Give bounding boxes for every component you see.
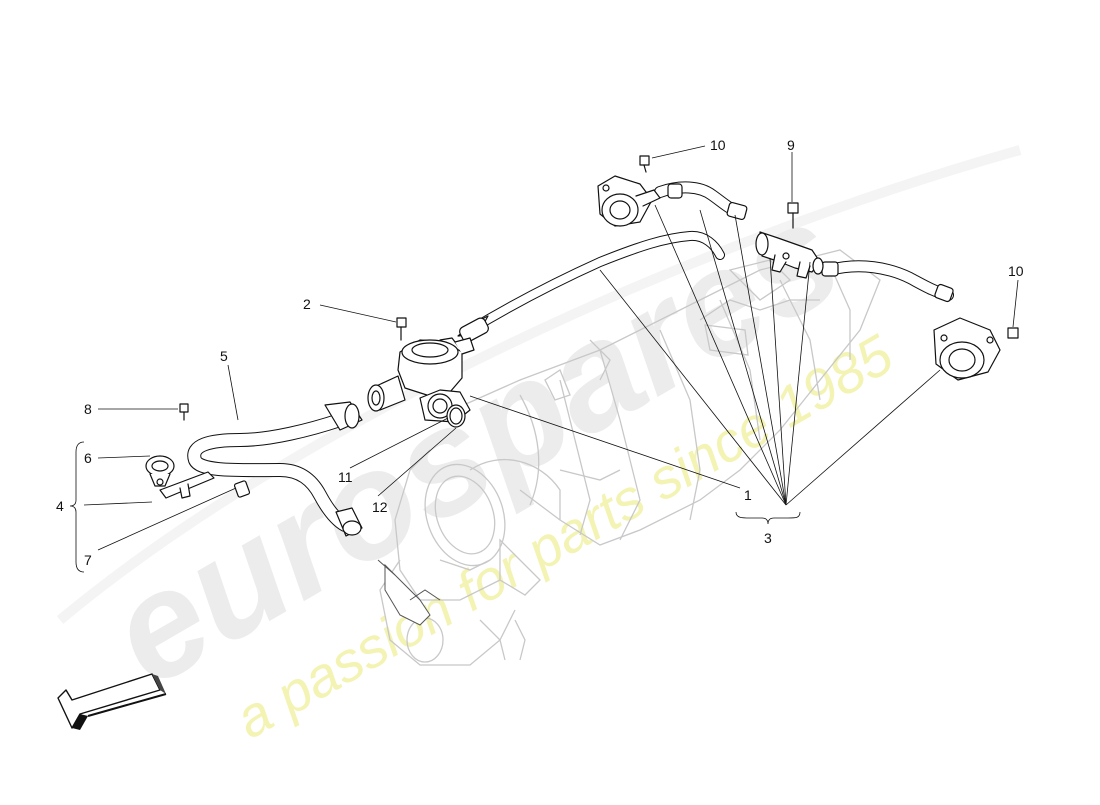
actuator-outline [377,559,441,626]
callout-7: 7 [84,552,92,568]
callout-3: 3 [764,530,772,546]
hose-clamp [145,455,175,487]
watermark-swoosh [56,145,1022,624]
bolt-8 [179,403,189,421]
leader-lines [69,145,1019,573]
callout-10-left: 10 [710,137,726,153]
bolt-10-left [639,155,650,173]
t-connector [755,231,824,279]
callout-6: 6 [84,450,92,466]
right-hose [821,260,954,303]
callout-1: 1 [744,487,752,503]
bolt-9 [787,202,799,229]
long-breather-hose [457,230,725,343]
flange-connector-left [597,175,661,227]
support-bracket [159,471,215,499]
short-hose-top [654,181,748,221]
callout-2: 2 [303,296,311,312]
callout-4: 4 [56,498,64,514]
bolt-2 [396,317,407,341]
callout-12: 12 [372,499,388,515]
left-loop-hose [187,401,363,537]
callout-8: 8 [84,401,92,417]
intake-manifold-outline [429,249,881,596]
callout-10-right: 10 [1008,263,1024,279]
small-clip [233,480,251,498]
throttle-body-outline [379,449,526,666]
o-ring [446,404,466,428]
hose-assembly [145,155,1019,537]
callout-5: 5 [220,348,228,364]
callout-9: 9 [787,137,795,153]
flange-connector-right [933,317,1001,381]
callout-labels: 1 2 3 4 5 6 7 8 9 10 10 11 12 [56,137,1024,568]
direction-arrow-icon [57,673,167,730]
bolt-10-right [1007,327,1019,339]
callout-11: 11 [338,469,353,485]
